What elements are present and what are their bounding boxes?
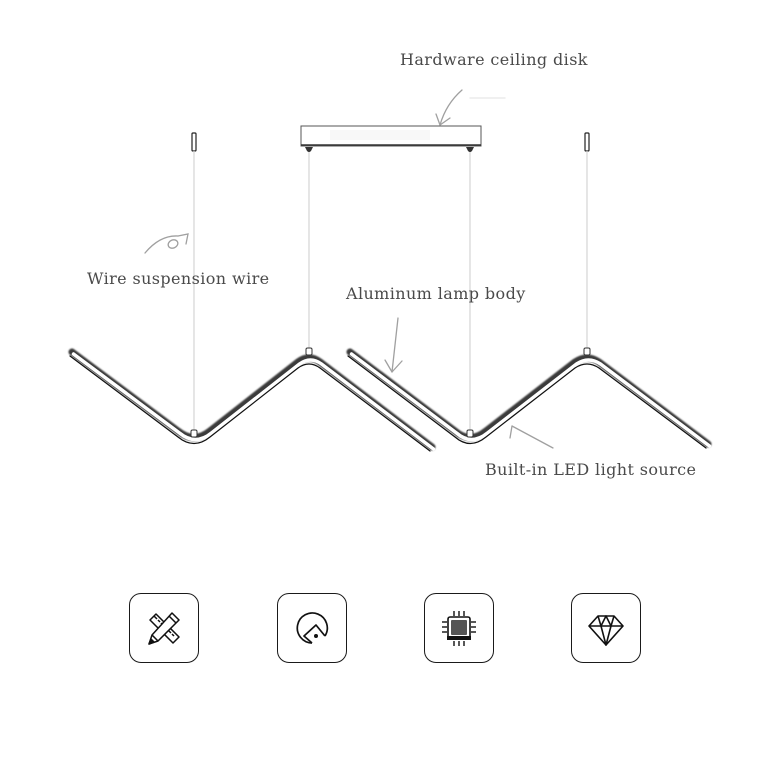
lamp-body-right xyxy=(346,347,712,449)
body-arrow xyxy=(391,317,399,373)
led-arrow xyxy=(511,425,554,449)
feature-tile-design xyxy=(129,593,199,663)
feature-tile-home xyxy=(277,593,347,663)
disk-arrow xyxy=(439,89,463,126)
lamp-body-left xyxy=(68,347,436,452)
home-in-circle-icon xyxy=(296,612,329,644)
callout-label-suspension-wire: Wire suspension wire xyxy=(87,269,270,288)
ceiling-disk xyxy=(300,125,482,152)
wire-arrow xyxy=(144,235,179,254)
callout-label-lamp-body: Aluminum lamp body xyxy=(346,284,526,303)
callout-label-led-source: Built-in LED light source xyxy=(485,460,697,479)
feature-tile-chip xyxy=(424,593,494,663)
callout-label-ceiling-disk: Hardware ceiling disk xyxy=(400,50,588,69)
suspension-wires xyxy=(193,151,588,432)
chip-icon xyxy=(442,611,476,646)
ruler-pencil-icon xyxy=(148,612,180,645)
feature-tile-quality xyxy=(571,593,641,663)
callout-arrows xyxy=(144,89,554,449)
diamond-icon xyxy=(588,615,624,646)
